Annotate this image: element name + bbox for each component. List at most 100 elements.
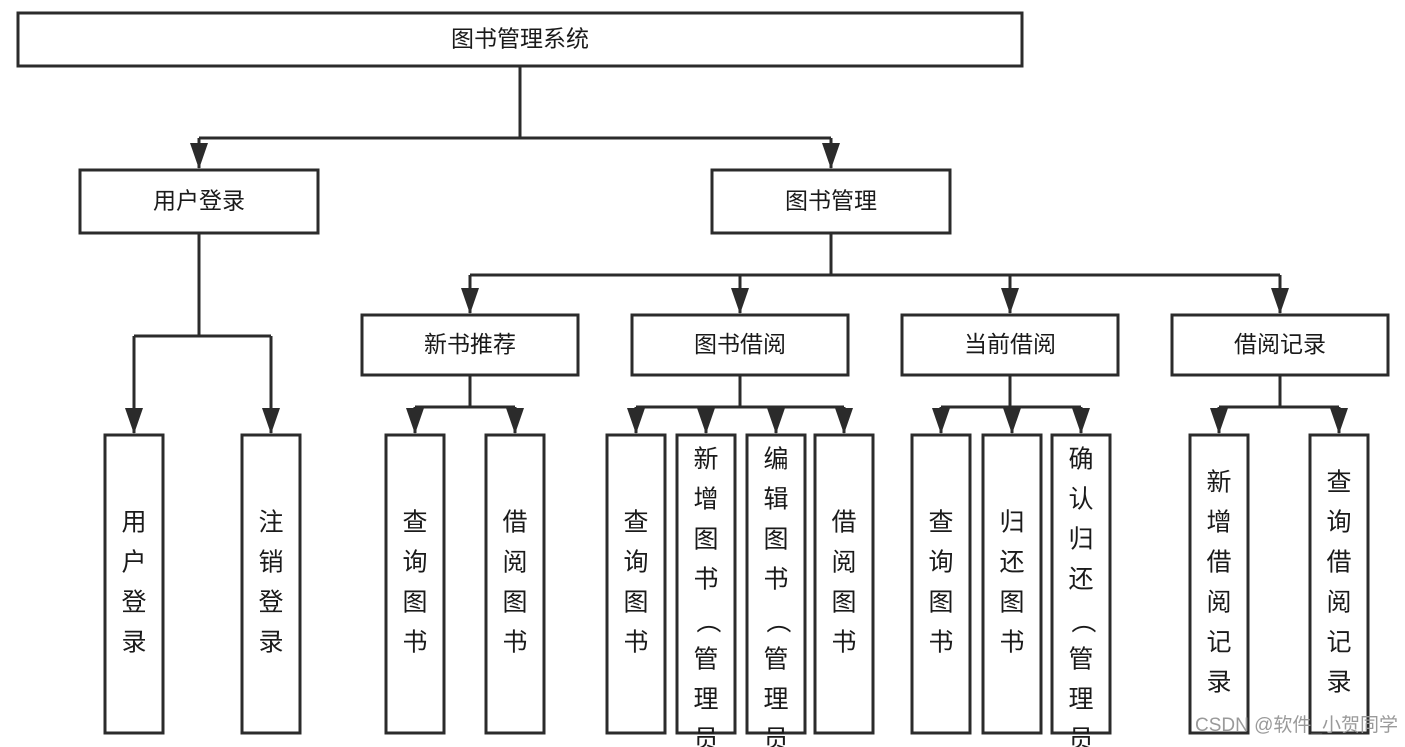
node-label-char: 查 <box>928 509 953 537</box>
node-box <box>910 433 972 735</box>
node-label-char: 户 <box>121 549 146 577</box>
node-label-char: 增 <box>1206 509 1231 537</box>
node-label-char: 认 <box>1068 486 1093 514</box>
node-box <box>1170 313 1390 377</box>
node-label-char: 还 <box>999 549 1024 577</box>
node-label-char: 阅 <box>1326 589 1351 617</box>
node-label-char: 用 <box>121 509 146 537</box>
node-label-char: 阅 <box>831 549 856 577</box>
node-label-char: （ <box>1068 608 1096 633</box>
node-level2-借阅记录[interactable]: 借阅记录 <box>1170 313 1390 377</box>
node-label-char: 书 <box>763 566 788 594</box>
node-label-char: 书 <box>693 566 718 594</box>
connectors-layer <box>125 66 1348 434</box>
node-label: 当前借阅 <box>964 331 1056 357</box>
node-label-char: 书 <box>999 629 1024 657</box>
node-box <box>384 433 446 735</box>
node-box <box>78 168 320 235</box>
arrow-head-icon <box>406 408 424 434</box>
node-label-char: 录 <box>258 629 283 657</box>
arrow-head-icon <box>1003 408 1021 434</box>
node-level1-图书管理[interactable]: 图书管理 <box>710 168 952 235</box>
node-label-char: 新 <box>693 446 718 474</box>
node-level2-图书借阅[interactable]: 图书借阅 <box>630 313 850 377</box>
node-label-char: 管 <box>1068 646 1093 674</box>
connector-group-图书管理 <box>461 233 1289 314</box>
node-box <box>1050 433 1112 735</box>
node-box <box>605 433 667 735</box>
node-label-char: 图 <box>763 526 788 554</box>
node-label-char: 管 <box>763 646 788 674</box>
connector-group-借阅记录 <box>1210 375 1348 434</box>
node-label-char: 销 <box>258 549 283 577</box>
node-label-char: 登 <box>258 589 283 617</box>
node-label: 新书推荐 <box>424 331 516 357</box>
node-leaf-用户登录[interactable]: 用户登录 <box>103 433 165 735</box>
node-label-char: 借 <box>1206 549 1231 577</box>
node-label-char: 录 <box>1326 669 1351 697</box>
node-label-char: 书 <box>502 629 527 657</box>
node-label-char: 阅 <box>502 549 527 577</box>
node-label-char: 阅 <box>1206 589 1231 617</box>
node-label-char: 询 <box>928 549 953 577</box>
node-box <box>813 433 875 735</box>
arrow-head-icon <box>506 408 524 434</box>
node-box <box>745 433 807 735</box>
node-label-char: 图 <box>928 589 953 617</box>
node-label-char: 理 <box>1068 686 1093 714</box>
node-label-char: 归 <box>1068 526 1093 554</box>
node-label-char: 图 <box>693 526 718 554</box>
node-label-char: 新 <box>1206 469 1231 497</box>
nodes-layer: 图书管理系统用户登录图书管理新书推荐图书借阅当前借阅借阅记录用户登录注销登录查询… <box>16 11 1390 747</box>
node-level1-用户登录[interactable]: 用户登录 <box>78 168 320 235</box>
node-label-char: 确 <box>1068 446 1093 474</box>
node-label-char: 辑 <box>763 486 788 514</box>
arrow-head-icon <box>731 288 749 314</box>
node-box <box>710 168 952 235</box>
node-label-char: 图 <box>502 589 527 617</box>
node-label-char: 借 <box>502 509 527 537</box>
node-box <box>484 433 546 735</box>
node-root-图书管理系统[interactable]: 图书管理系统 <box>16 11 1024 68</box>
node-label-char: 查 <box>623 509 648 537</box>
node-label-char: 员 <box>693 726 718 747</box>
node-box <box>630 313 850 377</box>
node-box <box>16 11 1024 68</box>
node-label-char: 员 <box>763 726 788 747</box>
node-level2-当前借阅[interactable]: 当前借阅 <box>900 313 1120 377</box>
node-box <box>1308 433 1370 735</box>
node-level2-新书推荐[interactable]: 新书推荐 <box>360 313 580 377</box>
node-label: 借阅记录 <box>1234 331 1326 357</box>
node-label-char: 录 <box>1206 669 1231 697</box>
arrow-head-icon <box>822 143 840 169</box>
node-label-char: 询 <box>1326 509 1351 537</box>
connector-group-用户登录 <box>125 233 280 434</box>
node-label: 图书借阅 <box>694 331 786 357</box>
connector-group-图书借阅 <box>627 375 853 434</box>
node-label-char: 管 <box>693 646 718 674</box>
node-label-char: 询 <box>623 549 648 577</box>
node-label: 图书管理 <box>785 188 877 214</box>
node-box <box>103 433 165 735</box>
node-label-char: 借 <box>1326 549 1351 577</box>
arrow-head-icon <box>767 408 785 434</box>
node-label: 图书管理系统 <box>451 26 589 52</box>
node-label-char: 图 <box>831 589 856 617</box>
node-label-char: （ <box>763 608 791 633</box>
node-box <box>360 313 580 377</box>
connector-group-当前借阅 <box>932 375 1090 434</box>
